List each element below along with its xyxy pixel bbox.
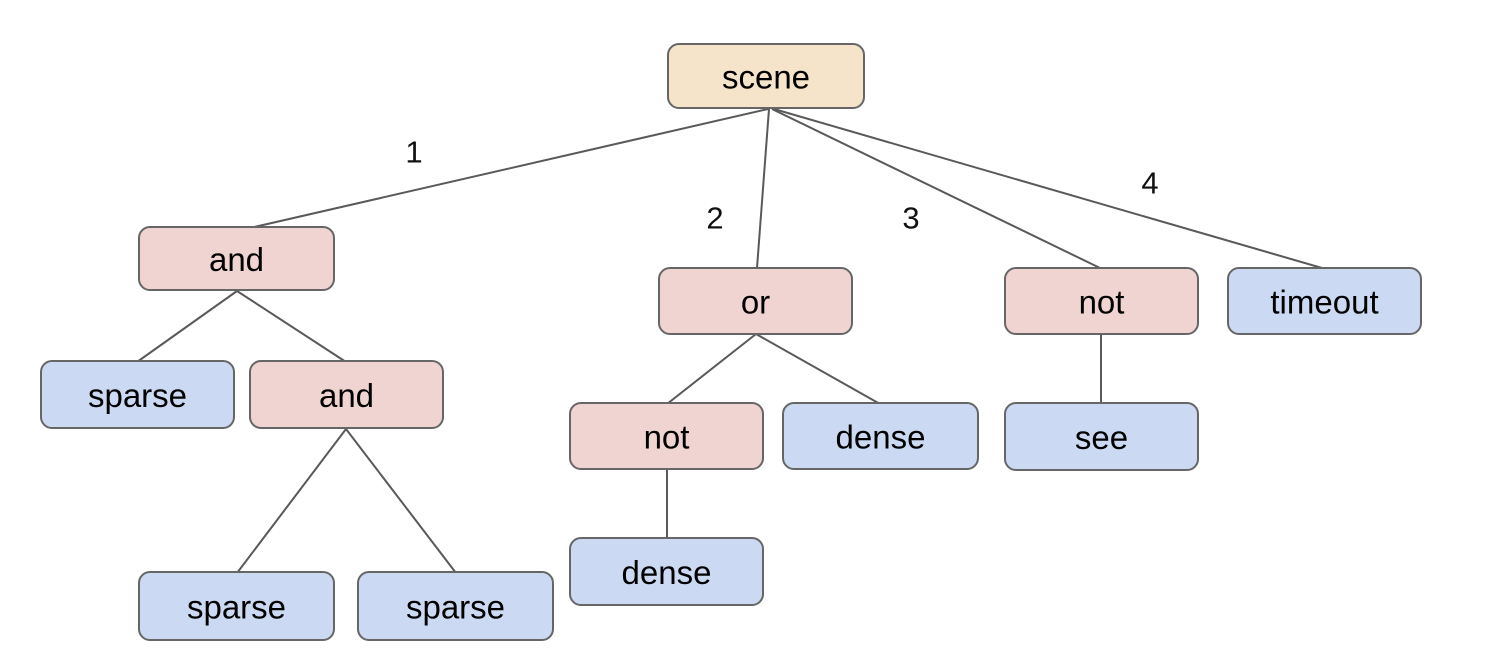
tree-node-see1[interactable]: see [1004,402,1199,471]
node-box-and1[interactable] [138,226,335,291]
node-box-see1[interactable] [1004,402,1199,471]
tree-edge-or1-to-dense1 [755,333,881,405]
tree-edge-and2-to-sparse2 [236,428,347,574]
node-box-timeout1[interactable] [1227,267,1422,335]
edge-label-1: 1 [405,135,422,170]
node-label-not1: not [644,419,690,456]
edge-label-4: 4 [1141,166,1158,201]
node-box-and2[interactable] [249,360,444,429]
node-label-see1: see [1075,419,1128,456]
node-label-not2: not [1079,284,1125,321]
tree-edge-and2-to-sparse3 [345,428,457,574]
tree-node-dense1[interactable]: dense [782,402,979,470]
edges-layer [136,108,1323,574]
tree-edge-and1-to-and2 [236,290,347,363]
node-label-or1: or [741,284,770,321]
tree-edge-or1-to-not1 [666,333,757,405]
edge-label-2: 2 [706,201,723,236]
node-box-sparse3[interactable] [357,571,554,641]
tree-node-not2[interactable]: not [1004,267,1199,335]
tree-edge-scene-to-or1 [756,108,770,269]
node-label-timeout1: timeout [1270,284,1378,321]
node-box-not1[interactable] [569,402,764,470]
edge-labels-layer: 1 2 3 4 [405,135,1158,236]
tree-node-and2[interactable]: and [249,360,444,429]
node-label-sparse1: sparse [88,377,187,414]
tree-edge-scene-to-and1 [249,108,769,229]
tree-node-not1[interactable]: not [569,402,764,470]
node-label-scene: scene [722,59,810,96]
tree-node-sparse2[interactable]: sparse [138,571,335,641]
tree-node-timeout1[interactable]: timeout [1227,267,1422,335]
tree-node-dense2[interactable]: dense [569,537,764,606]
node-box-sparse1[interactable] [40,360,235,429]
tree-node-scene[interactable]: scene [667,43,865,109]
node-box-sparse2[interactable] [138,571,335,641]
node-label-and2: and [319,377,374,414]
node-box-not2[interactable] [1004,267,1199,335]
tree-node-and1[interactable]: and [138,226,335,291]
tree-edge-and1-to-sparse1 [136,290,238,363]
node-label-sparse3: sparse [406,589,505,626]
node-label-dense2: dense [622,554,712,591]
tree-node-sparse3[interactable]: sparse [357,571,554,641]
node-box-or1[interactable] [658,267,853,335]
nodes-layer: scene and sparse and sparse sparse or not dense d… [40,43,1422,641]
node-label-and1: and [209,241,264,278]
node-box-dense2[interactable] [569,537,764,606]
node-label-sparse2: sparse [187,589,286,626]
tree-node-sparse1[interactable]: sparse [40,360,235,429]
edge-label-3: 3 [902,201,919,236]
node-box-scene[interactable] [667,43,865,109]
tree-node-or1[interactable]: or [658,267,853,335]
tree-edge-scene-to-timeout1 [773,108,1323,269]
tree-edge-scene-to-not2 [771,108,1101,269]
node-label-dense1: dense [836,419,926,456]
node-box-dense1[interactable] [782,402,979,470]
